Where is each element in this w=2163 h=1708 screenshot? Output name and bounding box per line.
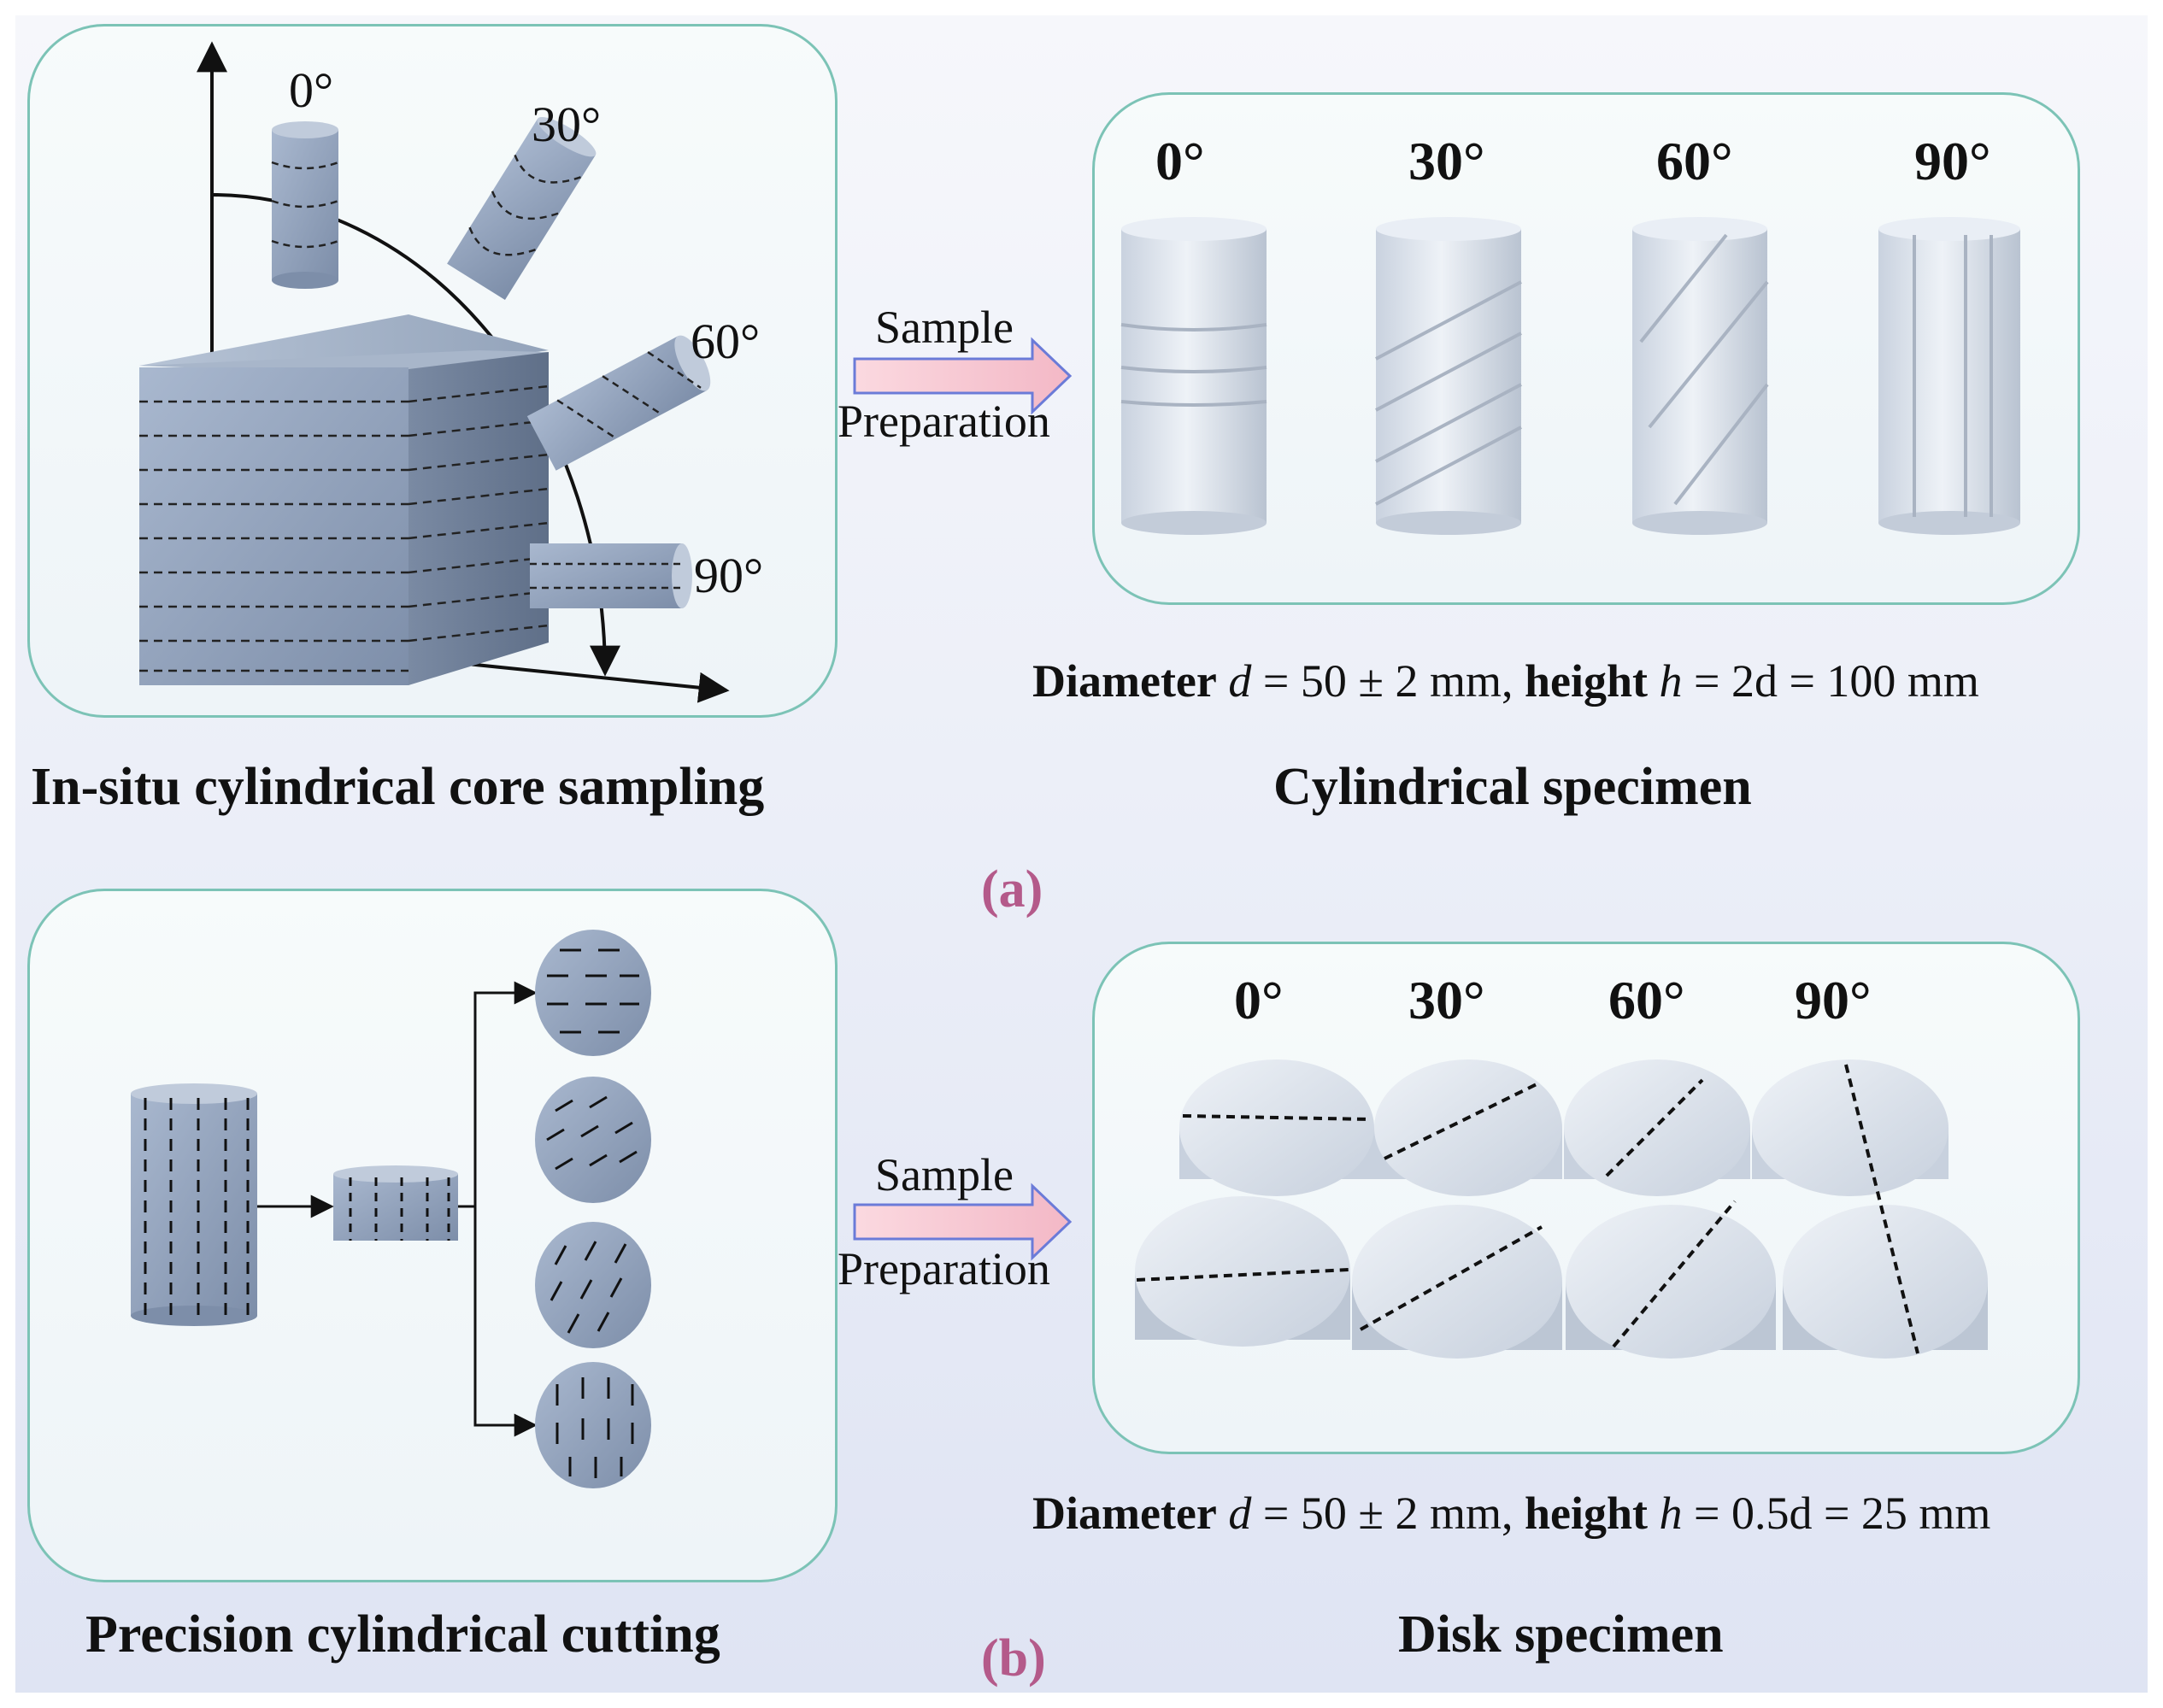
arrow-a-line1: Sample	[875, 302, 1014, 353]
disk-view-60	[535, 1222, 651, 1348]
disk-specimens	[1135, 1059, 1988, 1359]
core-angle-30: 30°	[532, 97, 602, 152]
disk-0-back	[1179, 1059, 1374, 1196]
cylinder-60	[1632, 217, 1769, 535]
cylinder-dimensions: Diameter d = 50 ± 2 mm, height h = 2d = …	[1032, 655, 1979, 707]
disk-60-back	[1564, 1059, 1750, 1196]
disk-angle-30: 30°	[1408, 970, 1485, 1030]
disk-view-0	[535, 930, 651, 1056]
arrow-b-line1: Sample	[875, 1149, 1014, 1200]
sample-preparation-arrow-a	[853, 337, 1073, 415]
disk-30-front	[1352, 1205, 1562, 1359]
cylinder-30	[1375, 217, 1522, 535]
cylinder-90	[1878, 217, 2020, 535]
arrow-a-line2: Preparation	[838, 396, 1050, 447]
disk-90-front	[1783, 1205, 1988, 1359]
arrow-b-line2: Preparation	[838, 1243, 1050, 1294]
core-angle-0: 0°	[289, 62, 334, 118]
disk-60-front	[1566, 1200, 1776, 1359]
panel-a-right-caption: Cylindrical specimen	[1273, 758, 1752, 816]
cutting-illustration	[131, 930, 651, 1488]
panel-b-right-caption: Disk specimen	[1398, 1605, 1724, 1664]
core-angle-90: 90°	[694, 548, 764, 603]
disk-angle-60: 60°	[1608, 970, 1685, 1030]
cylinder-angle-90: 90°	[1914, 131, 1991, 191]
disk-0-front	[1135, 1196, 1350, 1347]
panel-a-left-caption: In-situ cylindrical core sampling	[31, 758, 765, 816]
rock-block-illustration	[139, 41, 730, 703]
cylinder-angle-30: 30°	[1408, 131, 1485, 191]
disk-30-back	[1374, 1059, 1562, 1196]
panel-a-tag: (a)	[981, 860, 1043, 919]
disk-angle-90: 90°	[1795, 970, 1872, 1030]
cylinder-angle-60: 60°	[1656, 131, 1733, 191]
panel-b-tag: (b)	[981, 1629, 1046, 1687]
disk-view-30	[535, 1077, 651, 1203]
cylinder-0	[1120, 217, 1267, 535]
disk-dimensions: Diameter d = 50 ± 2 mm, height h = 0.5d …	[1032, 1488, 1991, 1539]
sample-preparation-arrow-b	[853, 1183, 1073, 1261]
cylinder-angle-0: 0°	[1155, 131, 1205, 191]
disk-angle-0: 0°	[1234, 970, 1284, 1030]
disk-view-90	[535, 1362, 651, 1488]
cylinder-specimens	[1120, 217, 2020, 535]
core-angle-60: 60°	[691, 314, 761, 369]
panel-b-left-caption: Precision cylindrical cutting	[85, 1605, 720, 1664]
disk-90-back	[1752, 1059, 1948, 1196]
